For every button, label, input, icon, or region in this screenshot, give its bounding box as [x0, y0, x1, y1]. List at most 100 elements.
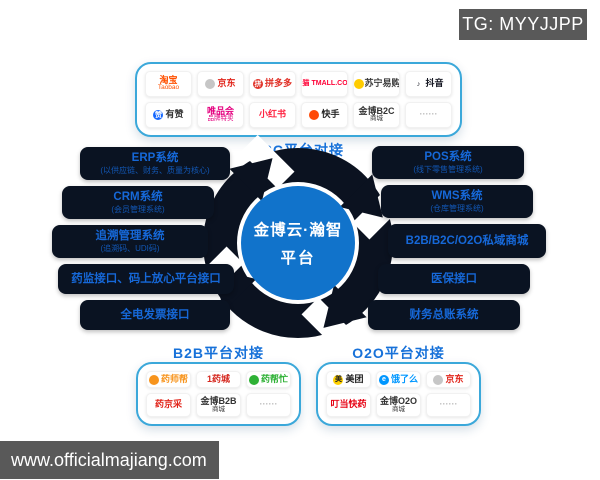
- arrow-segment-icon: [229, 158, 273, 202]
- b2b-logo-panel: 药师帮 1药城 药帮忙: [136, 362, 301, 426]
- jinbo-b2b-logo: 金博B2B 商城: [196, 393, 241, 417]
- arrow-segment-icon: [339, 174, 383, 218]
- brand-text: 淘宝: [159, 74, 178, 85]
- module-subtitle: (追溯码、UDI码): [100, 244, 160, 253]
- brand-text: 金博B2C: [358, 105, 395, 116]
- brand-icon: [433, 374, 444, 385]
- brand-subtext: 商城: [391, 405, 405, 413]
- cycle-arrows-ring: [203, 148, 393, 338]
- brand-text: 药师帮: [160, 373, 188, 384]
- brand-text: ······: [259, 399, 278, 410]
- module-subtitle: (以供应链、财务、质量为核心): [100, 166, 210, 175]
- brand-text: 叮当快药: [330, 399, 367, 410]
- yaobangmang-logo: 药帮忙: [246, 371, 291, 389]
- brand-text: 美团: [345, 373, 364, 384]
- module-subtitle: (会员管理系统): [111, 205, 165, 214]
- wms-module: WMS系统 (仓库管理系统): [381, 185, 533, 218]
- module-title: POS系统: [424, 151, 472, 163]
- yibao-module: 医保接口: [378, 264, 530, 294]
- more-dots: ······: [246, 393, 291, 417]
- brand-text: 京东: [445, 373, 464, 384]
- left-modules-column: ERP系统 (以供应链、财务、质量为核心) CRM系统 (会员管理系统) 追溯管…: [48, 147, 238, 336]
- einvoice-module: 全电发票接口: [80, 300, 230, 330]
- brand-text: 天猫 TMALL.COM: [302, 80, 348, 88]
- brand-subtext: 商城: [211, 405, 225, 413]
- module-title: CRM系统: [113, 191, 163, 203]
- brand-text: 抖音: [425, 78, 444, 89]
- jd-logo: 京东: [426, 371, 471, 389]
- o2o-section-label: O2O平台对接: [352, 345, 445, 361]
- kuaishou-logo: 快手: [301, 102, 348, 128]
- module-subtitle: (线下零售管理系统): [413, 165, 483, 174]
- brand-subtext: Taobao: [157, 84, 180, 92]
- dingdang-logo: 叮当快药: [326, 393, 371, 417]
- brand-text: 小红书: [258, 109, 286, 120]
- brand-text: 苏宁易购: [364, 78, 400, 89]
- module-title: 追溯管理系统: [95, 230, 165, 242]
- o2o-logo-panel: 美 美团 e 饿了么 京东: [316, 362, 481, 426]
- module-title: B2B/B2C/O2O私域商城: [405, 235, 529, 247]
- b2b-section-label: B2B平台对接: [172, 345, 264, 361]
- suning-logo: 苏宁易购: [353, 71, 400, 97]
- pos-module: POS系统 (线下零售管理系统): [372, 146, 524, 179]
- ledger-module: 财务总账系统: [368, 300, 520, 330]
- brand-icon: [248, 374, 259, 385]
- arrow-segment-icon: [323, 284, 367, 328]
- more-dots: ······: [405, 102, 452, 128]
- brand-text: 饿了么: [390, 373, 418, 384]
- brand-icon: ♪: [416, 80, 421, 88]
- module-subtitle: (仓库管理系统): [430, 204, 484, 213]
- b2c-logo-panel: 淘宝 Taobao 京东 拼 拼多多: [135, 62, 462, 137]
- brand-text: 金博O2O: [379, 396, 417, 407]
- brand-text: ······: [419, 109, 438, 120]
- taobao-logo: 淘宝 Taobao: [145, 71, 192, 97]
- module-title: 全电发票接口: [120, 309, 190, 321]
- brand-text: 1药城: [206, 373, 230, 384]
- jinbo-b2c-logo: 金博B2C 商城: [353, 102, 400, 128]
- pinduoduo-logo: 拼 拼多多: [249, 71, 296, 97]
- brand-icon: [309, 110, 320, 120]
- brand-text: 唯品会: [206, 105, 234, 116]
- brand-icon: [148, 374, 159, 385]
- brand-icon: e: [378, 374, 389, 385]
- eleme-logo: e 饿了么: [376, 371, 421, 389]
- 1yaocheng-logo: 1药城: [196, 371, 241, 389]
- crm-module: CRM系统 (会员管理系统): [62, 186, 214, 219]
- meituan-logo: 美 美团: [326, 371, 371, 389]
- module-title: 药监接口、码上放心平台接口: [71, 273, 221, 285]
- jinbo-o2o-logo: 金博O2O 商城: [376, 393, 421, 417]
- brand-icon: 赞: [153, 110, 164, 120]
- jd-logo: 京东: [197, 71, 244, 97]
- brand-text: 药帮忙: [260, 373, 288, 384]
- trace-module: 追溯管理系统 (追溯码、UDI码): [52, 225, 208, 258]
- platform-core-circle: [241, 186, 355, 300]
- brand-icon: 拼: [252, 79, 263, 89]
- brand-text: ······: [439, 399, 458, 410]
- yaojian-module: 药监接口、码上放心平台接口: [58, 264, 234, 294]
- brand-icon: [205, 79, 216, 89]
- right-modules-column: POS系统 (线下零售管理系统) WMS系统 (仓库管理系统) B2B/B2C/…: [368, 146, 558, 336]
- site-watermark: www.officialmajiang.com: [0, 441, 219, 479]
- brand-icon: 美: [333, 374, 344, 385]
- xiaohongshu-logo: 小红书: [249, 102, 296, 128]
- module-title: 医保接口: [431, 273, 477, 285]
- brand-text: 药京采: [154, 399, 182, 410]
- vipshop-logo: 唯品会 品牌特卖: [197, 102, 244, 128]
- brand-subtext: 品牌特卖: [207, 115, 234, 123]
- module-title: 财务总账系统: [409, 309, 479, 321]
- brand-text: 京东: [217, 78, 236, 89]
- module-title: ERP系统: [131, 152, 179, 164]
- brand-text: 有赞: [165, 109, 184, 120]
- tmall-logo: 天猫 TMALL.COM: [301, 71, 348, 97]
- youzan-logo: 赞 有赞: [145, 102, 192, 128]
- brand-subtext: 商城: [369, 115, 383, 123]
- yaoshibang-logo: 药师帮: [146, 371, 191, 389]
- module-title: WMS系统: [431, 190, 483, 202]
- erp-module: ERP系统 (以供应链、财务、质量为核心): [80, 147, 230, 180]
- yaojingcai-logo: 药京采: [146, 393, 191, 417]
- more-dots: ······: [426, 393, 471, 417]
- mall-module: B2B/B2C/O2O私域商城: [388, 224, 546, 258]
- brand-text: 快手: [321, 109, 340, 120]
- brand-text: 金博B2B: [200, 396, 237, 407]
